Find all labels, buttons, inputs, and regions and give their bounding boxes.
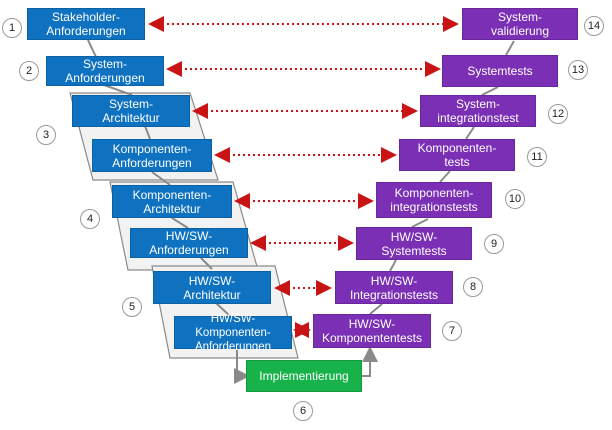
step-number-14: 14 <box>584 16 604 36</box>
step-number-1: 1 <box>2 18 22 38</box>
box-system-integrationstest: System- integrationstest <box>420 95 536 127</box>
box-stakeholder-anforderungen: Stakeholder- Anforderungen <box>27 8 145 40</box>
box-hw-sw-komponenten-anforderungen: HW/SW-Komponenten- Anforderungen <box>174 313 292 353</box>
step-number-6: 6 <box>293 401 313 421</box>
left-connectors <box>87 39 231 317</box>
arrow-to-implementierung <box>234 350 250 384</box>
box-hw-sw-systemtests: HW/SW- Systemtests <box>356 227 472 260</box>
step-number-12: 12 <box>548 104 568 124</box>
box-systemtests: Systemtests <box>442 55 558 87</box>
box-komponenten-architektur: Komponenten- Architektur <box>112 185 232 218</box>
step-number-4: 4 <box>80 209 100 229</box>
step-number-13: 13 <box>568 60 588 80</box>
box-implementierung: Implementierung <box>246 360 362 392</box>
step-number-8: 8 <box>463 277 483 297</box>
arrow-from-implementierung <box>362 346 378 377</box>
box-hw-sw-anforderungen: HW/SW- Anforderungen <box>130 228 248 258</box>
step-number-7: 7 <box>442 321 462 341</box>
step-number-10: 10 <box>505 189 525 209</box>
step-number-9: 9 <box>484 234 504 254</box>
box-hw-sw-komponententests: HW/SW- Komponententests <box>313 314 431 348</box>
box-hw-sw-integrationstests: HW/SW- Integrationstests <box>335 271 453 304</box>
red-dotted-links <box>148 16 459 338</box>
box-system-anforderungen: System- Anforderungen <box>46 56 164 86</box>
box-komponenten-integrationstests: Komponenten- integrationstests <box>376 182 492 218</box>
step-number-5: 5 <box>122 297 142 317</box>
box-hw-sw-architektur: HW/SW- Architektur <box>153 271 271 304</box>
box-system-architektur: System- Architektur <box>72 95 190 127</box>
step-number-11: 11 <box>527 147 547 167</box>
box-komponenten-tests: Komponenten- tests <box>399 139 515 171</box>
box-system-validierung: System- validierung <box>462 8 578 40</box>
box-komponenten-anforderungen: Komponenten- Anforderungen <box>92 139 212 172</box>
right-connectors <box>369 40 515 315</box>
step-number-3: 3 <box>36 125 56 145</box>
step-number-2: 2 <box>19 61 39 81</box>
